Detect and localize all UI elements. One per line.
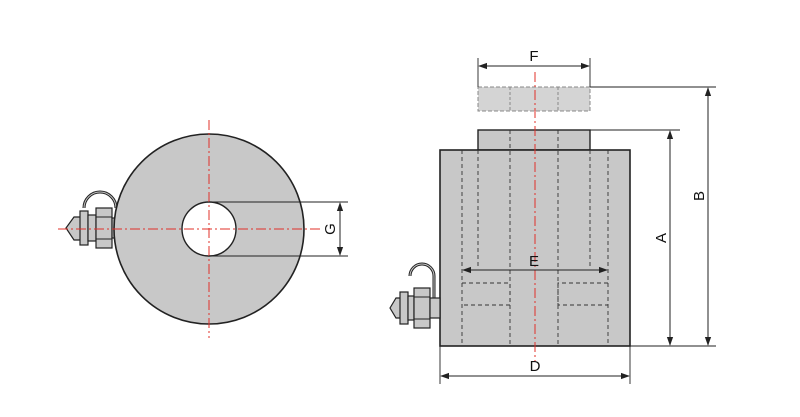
dimension-d-label: D xyxy=(530,358,541,375)
dimension-b-label: B xyxy=(691,191,708,201)
saddle xyxy=(477,86,591,112)
top-view: G xyxy=(58,120,348,338)
top-view-fitting xyxy=(65,190,119,249)
plunger xyxy=(477,129,591,151)
side-view: F E D A B xyxy=(389,48,716,384)
hidden-lines xyxy=(461,130,609,346)
dimension-f-label: F xyxy=(529,48,538,65)
dimension-a-label: A xyxy=(653,233,670,243)
dimension-e-label: E xyxy=(529,253,539,270)
side-view-fitting xyxy=(389,262,441,329)
dimension-g-label: G xyxy=(322,223,339,235)
